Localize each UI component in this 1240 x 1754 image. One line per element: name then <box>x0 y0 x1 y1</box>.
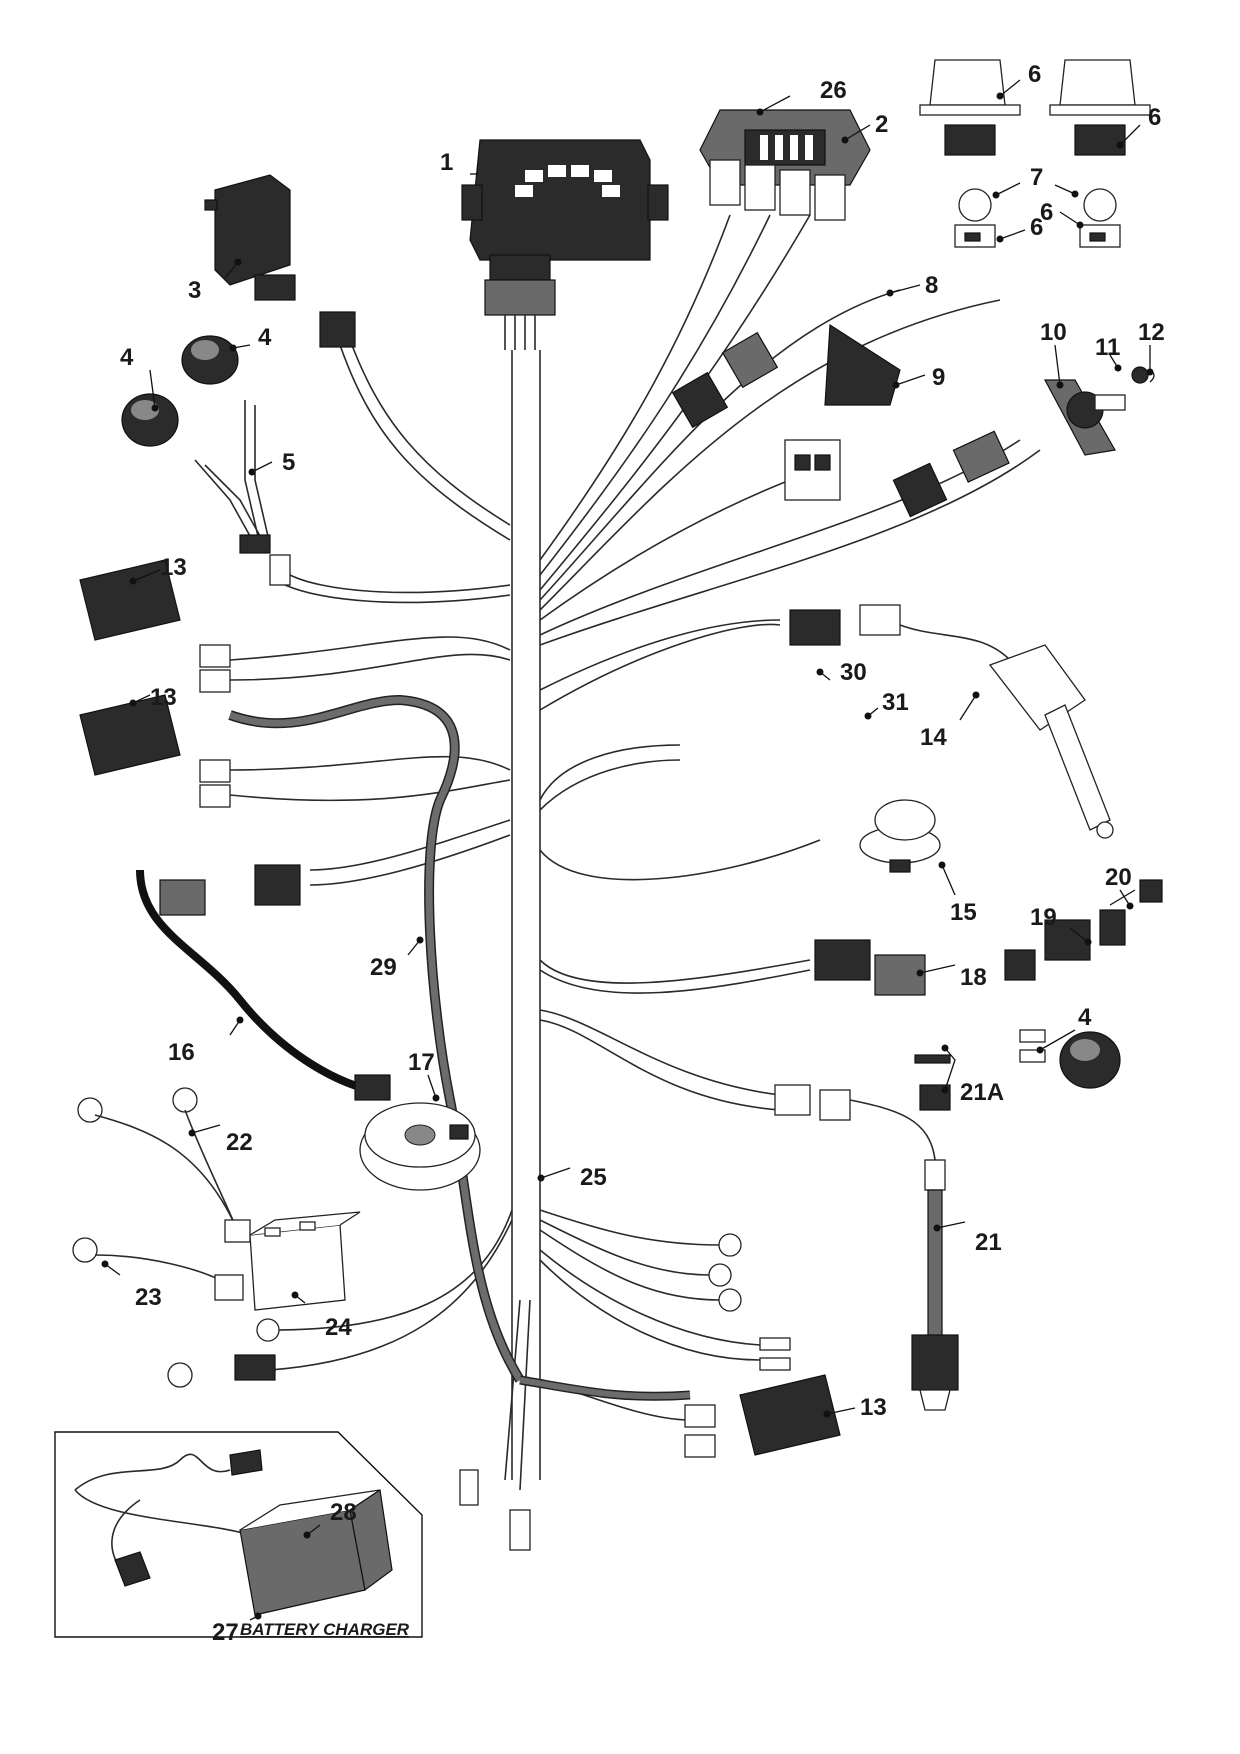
callout-10: 10 <box>1040 319 1067 346</box>
wire-ends <box>1019 1029 1046 1063</box>
callout-14: 14 <box>920 724 947 751</box>
callout-15: 15 <box>950 899 977 926</box>
ring-terminals-left <box>167 1318 280 1388</box>
callout-2: 2 <box>875 111 888 138</box>
callout-18: 18 <box>960 964 987 991</box>
callout-19: 19 <box>1030 904 1057 931</box>
callout-4-left: 4 <box>120 344 134 371</box>
fuse-block-upper <box>79 559 231 693</box>
callout-9: 9 <box>932 364 945 391</box>
level-sensor <box>849 1054 959 1411</box>
pigtail-harness <box>194 400 291 586</box>
callout-28: 28 <box>330 1499 357 1526</box>
callout-20: 20 <box>1105 864 1132 891</box>
callout-16: 16 <box>168 1039 195 1066</box>
lamp-lens-right <box>1049 59 1151 156</box>
callout-23: 23 <box>135 1284 162 1311</box>
ring-lead-22 <box>77 1087 251 1243</box>
callout-17: 17 <box>408 1049 435 1076</box>
callout-5: 5 <box>282 449 295 476</box>
callout-4-right: 4 <box>1078 1004 1092 1031</box>
ring-terminals-right <box>708 1233 791 1371</box>
relay <box>784 323 901 501</box>
battery-charger-title: BATTERY CHARGER <box>240 1620 410 1639</box>
ring-lead-23 <box>72 1237 244 1301</box>
relay-module <box>204 174 296 301</box>
control-module <box>461 139 669 350</box>
callout-6-d: 6 <box>1040 199 1053 226</box>
callout-25: 25 <box>580 1164 607 1191</box>
connectors <box>159 331 1010 1121</box>
grommet-right <box>1059 1031 1121 1089</box>
callout-31: 31 <box>882 689 909 716</box>
callout-7: 7 <box>1030 164 1043 191</box>
leader-lines <box>101 79 1154 1621</box>
battery-charger-inset <box>54 1431 423 1638</box>
callout-6-c: 6 <box>1030 214 1043 241</box>
callout-6-a: 6 <box>1028 61 1041 88</box>
grommet-top <box>181 335 239 385</box>
switch-panel <box>699 109 871 221</box>
clutch-lead <box>136 869 391 1101</box>
ignition-switch-plate <box>1044 366 1155 456</box>
callout-3: 3 <box>188 277 201 304</box>
callout-6-b: 6 <box>1148 104 1161 131</box>
battery <box>249 1211 361 1311</box>
main-harness-trunk <box>504 350 541 1491</box>
fuse-block-middle <box>79 694 231 808</box>
callout-21: 21 <box>975 1229 1002 1256</box>
pressure-switch <box>859 799 941 873</box>
callout-13-middle: 13 <box>150 684 177 711</box>
bulb-right <box>1079 188 1121 248</box>
callout-1: 1 <box>440 149 453 176</box>
callout-4-top: 4 <box>258 324 272 351</box>
callout-21a: 21A <box>960 1079 1004 1106</box>
grommet-left <box>121 393 179 447</box>
callout-26: 26 <box>820 77 847 104</box>
electric-clutch <box>359 1102 481 1191</box>
harness-branches <box>228 214 1041 1421</box>
linear-actuator <box>899 624 1114 839</box>
connector-small <box>319 311 356 348</box>
fuse-block-lower <box>684 1374 841 1458</box>
bulb-left <box>954 188 996 248</box>
callout-27: 27 <box>212 1619 239 1646</box>
callout-8: 8 <box>925 272 938 299</box>
callout-labels: 1 2 3 4 4 4 5 6 6 6 6 7 8 9 10 11 12 13 … <box>120 61 1165 1646</box>
callout-29: 29 <box>370 954 397 981</box>
callout-12: 12 <box>1138 319 1165 346</box>
callout-11: 11 <box>1095 334 1120 361</box>
lamp-lens-left <box>919 59 1021 156</box>
callout-13-upper: 13 <box>160 554 187 581</box>
callout-13-lower: 13 <box>860 1394 887 1421</box>
callout-24: 24 <box>325 1314 352 1341</box>
trunk-ends <box>459 1469 531 1551</box>
ignition-key-connector <box>1004 879 1163 981</box>
callout-22: 22 <box>226 1129 253 1156</box>
callout-30: 30 <box>840 659 867 686</box>
